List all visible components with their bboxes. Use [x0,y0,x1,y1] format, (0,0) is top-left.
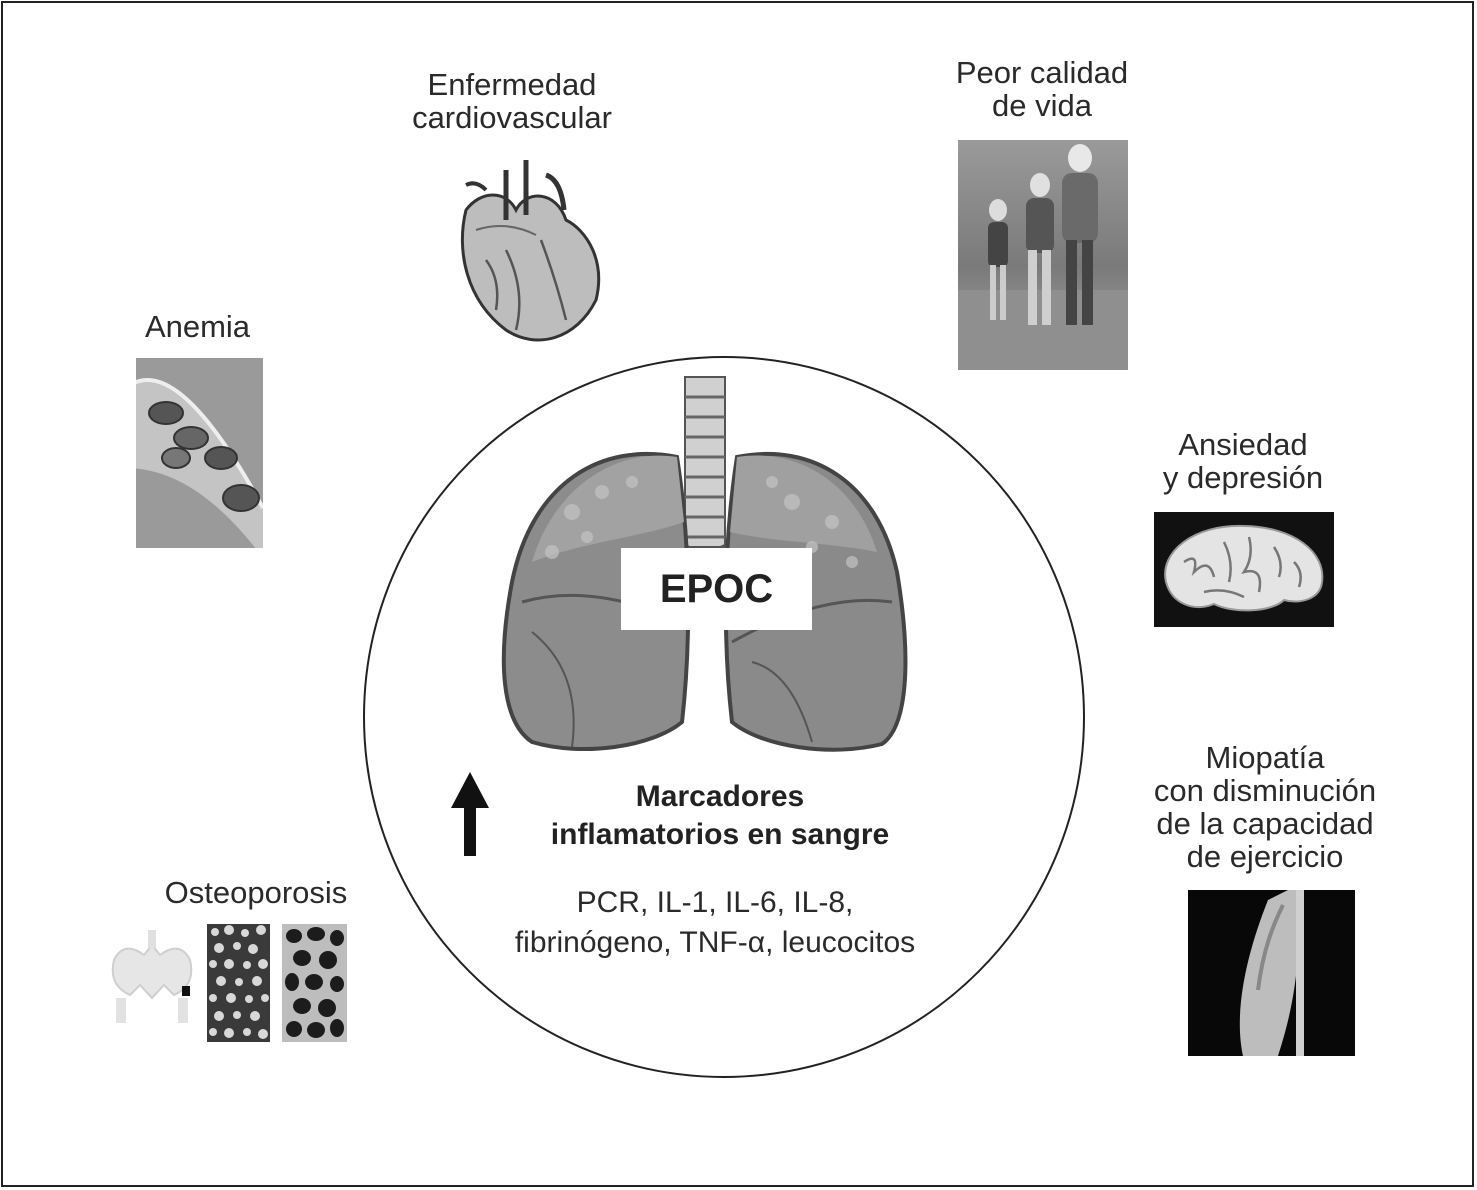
muscle-photo [1188,890,1355,1056]
heart-icon [446,150,606,350]
markers-list: PCR, IL-1, IL-6, IL-8, fibrinógeno, TNF-… [514,886,916,959]
markers-title: Marcadores inflamatorios en sangre [550,780,890,851]
family-walking-photo [958,140,1128,370]
lungs-icon [492,372,922,757]
bone-density-normal [207,924,270,1042]
epoc-title: EPOC [621,548,812,630]
bone-density-porous [282,924,347,1042]
anemia-label: Anemia [144,309,251,344]
anxiety-label: Ansiedad y depresión [1162,427,1324,495]
quality-of-life-label: Peor calidad de vida [955,55,1129,123]
pelvis-bone-icon [104,930,200,1025]
osteoporosis-label: Osteoporosis [164,875,348,910]
center-circle [363,356,1085,1078]
brain-icon [1154,512,1334,627]
myopathy-label: Miopatía con disminución de la capacidad… [1153,740,1377,874]
up-arrow-icon [450,772,490,858]
cardiovascular-label: Enfermedad cardiovascular [412,67,612,135]
red-blood-cells-icon [136,358,263,548]
